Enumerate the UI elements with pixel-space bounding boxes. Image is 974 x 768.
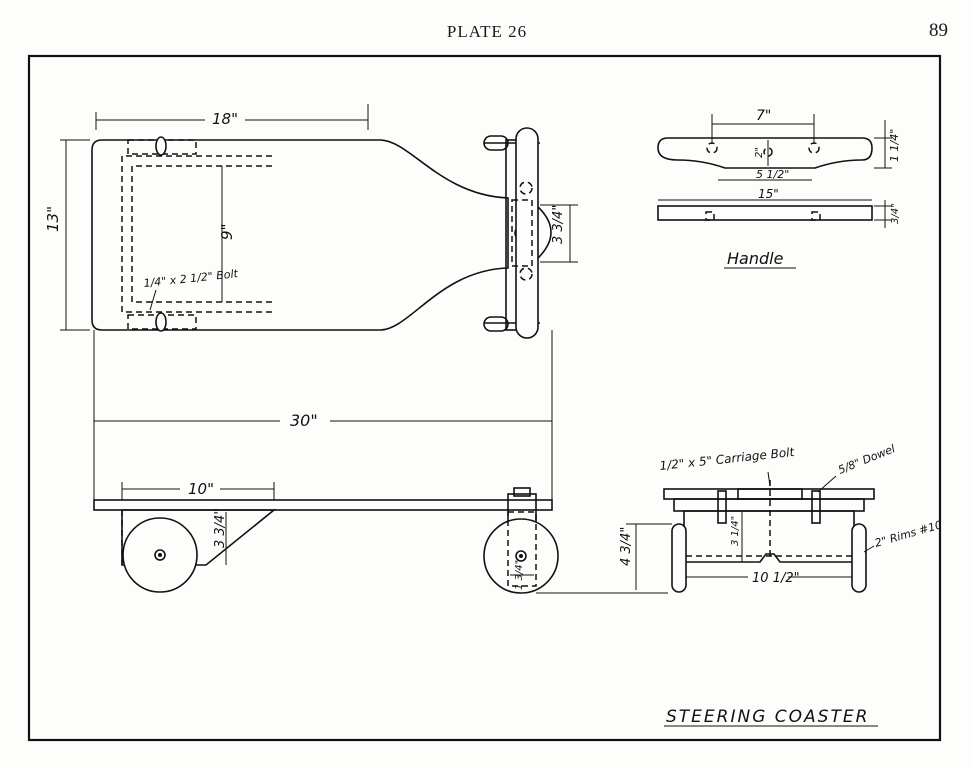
- top-view: 18" 13" 9" 1/4" x 2 1/2" Bolt 3 3/4": [44, 104, 578, 339]
- rear-crossbar: [673, 498, 865, 512]
- handle-bar: [657, 205, 873, 221]
- dimension-rear-axle: 10 1/2": [752, 571, 800, 586]
- dimension-handle-grip: 5 1/2": [756, 168, 789, 181]
- bolt-head-icon: [155, 312, 167, 332]
- handle-detail: 7" 2" 5 1/2" 15" 1 1/4" 3/4" Handle: [657, 108, 901, 269]
- dimension-axle-spacing: 10": [188, 480, 214, 498]
- handle-hole-icon: [808, 142, 820, 154]
- handle-end-right: [483, 316, 509, 332]
- carriage-bolt-note: 1/2" x 5" Carriage Bolt: [659, 445, 796, 473]
- dowel-hole-icon: [519, 267, 533, 281]
- handle-bar-notch: [811, 211, 821, 221]
- bolt-note: 1/4" x 2 1/2" Bolt: [143, 267, 239, 290]
- dowel-hole-icon: [519, 181, 533, 195]
- front-wheel-hub-center: [519, 554, 523, 558]
- front-block-hidden: [507, 511, 537, 587]
- rear-wheel-right: [851, 523, 867, 593]
- rear-dowel-left: [717, 490, 727, 524]
- handle-hole-icon: [763, 147, 773, 157]
- rear-view: 1/2" x 5" Carriage Bolt 5/8" Dowel 2" Ri…: [619, 442, 944, 593]
- under-frame-dashed: [121, 155, 272, 313]
- rear-block: [121, 509, 277, 566]
- bolt-head-icon: [155, 136, 167, 156]
- side-view: 10" 3 3/4" 1 3/4": [93, 478, 668, 594]
- dimension-rear-block: 3 1/4": [730, 516, 741, 546]
- handle-profile: [657, 137, 873, 169]
- rear-wheel-hub-center: [158, 553, 162, 557]
- seat-board-outline: [91, 139, 509, 331]
- handle-end-left: [483, 135, 509, 151]
- handle-caption: Handle: [727, 249, 784, 268]
- dimension-top-length: 18": [212, 110, 238, 128]
- dimension-side-block: 3 3/4": [213, 509, 228, 548]
- handle-hole-icon: [706, 142, 718, 154]
- steering-pivot-arc: [535, 204, 552, 261]
- rear-top-board: [663, 488, 875, 500]
- handle-bar-notch: [705, 211, 715, 221]
- rear-axle-block: [683, 510, 855, 563]
- handle-grip-top: [515, 127, 539, 339]
- plate-number-header: PLATE 26: [446, 22, 528, 41]
- drawing-title: STEERING COASTER: [666, 707, 869, 727]
- dimension-handle-length: 15": [758, 187, 779, 201]
- rear-wheel-left: [671, 523, 687, 593]
- side-board: [93, 499, 553, 511]
- dimension-front-block: 1 3/4": [514, 560, 525, 590]
- dowel-note: 5/8" Dowel: [836, 442, 897, 477]
- wheel-note: 2" Rims #10: [873, 518, 943, 550]
- dimension-rear-height: 4 3/4": [619, 527, 634, 566]
- page-number: 89: [929, 20, 948, 41]
- dimension-handle-height: 1 1/4": [888, 129, 901, 162]
- dimension-pivot: 3 3/4": [551, 205, 566, 244]
- front-bolt-head: [513, 487, 531, 497]
- rear-dowel-right: [811, 490, 821, 524]
- dimension-handle-holes: 7": [756, 108, 771, 124]
- dimension-top-width: 13": [44, 206, 62, 232]
- dimension-overall-length: 30": [290, 411, 318, 430]
- dimension-handle-center: 2": [754, 147, 765, 158]
- plate-border: [27, 54, 942, 742]
- front-wheel-hub: [515, 550, 527, 562]
- dimension-handle-bar: 3/4": [890, 203, 901, 224]
- rear-wheel-hub: [154, 549, 166, 561]
- front-axle-inner: [511, 199, 533, 267]
- overall-length-dimension: 30": [93, 330, 553, 500]
- dimension-inner-frame: 9": [218, 224, 236, 240]
